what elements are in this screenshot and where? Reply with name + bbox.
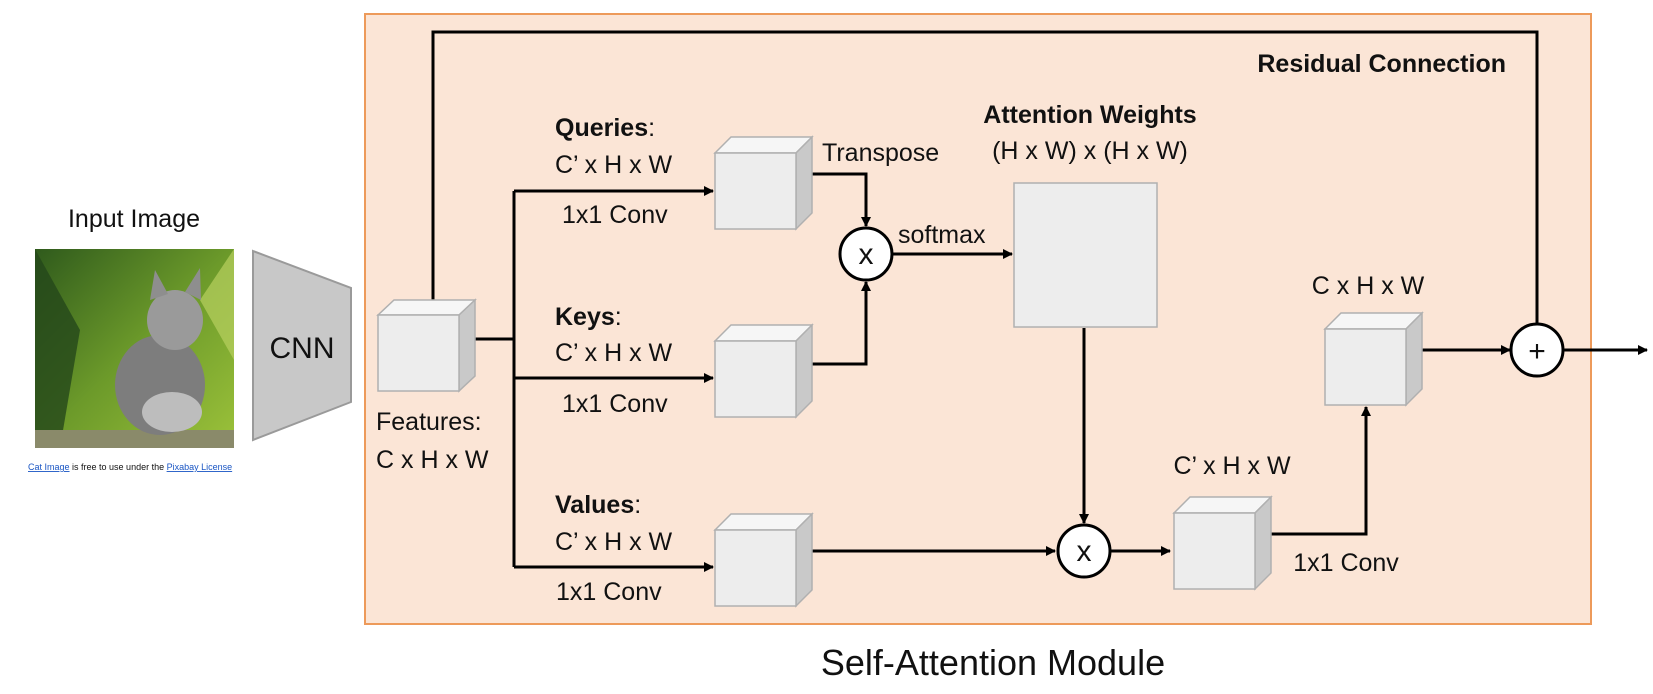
- keys-to-multiply-arrow: [812, 281, 871, 366]
- values-shape: C’ x H x W: [555, 528, 673, 556]
- multiply-symbol: x: [859, 238, 874, 271]
- output-mid-cube: [1172, 495, 1273, 591]
- residual-arrow: [431, 30, 1542, 335]
- connections: [431, 30, 1648, 572]
- multiply-symbol: x: [1077, 535, 1092, 568]
- multiply-node-av: x: [1056, 523, 1112, 579]
- image-credit: Cat Image is free to use under the Pixab…: [28, 462, 232, 472]
- attention-weights-matrix: [1013, 182, 1158, 328]
- keys-shape: C’ x H x W: [555, 339, 673, 367]
- cat-image-link[interactable]: Cat Image: [28, 462, 70, 472]
- transpose-label: Transpose: [822, 139, 939, 167]
- values-title: Values:: [555, 491, 641, 519]
- features-label: Features:: [376, 408, 482, 436]
- cnn-label: CNN: [270, 332, 335, 365]
- attention-weights-shape: (H x W) x (H x W): [992, 137, 1188, 165]
- cat-photo: [35, 249, 234, 448]
- queries-conv: 1x1 Conv: [562, 201, 668, 229]
- output-final-shape: C x H x W: [1312, 272, 1425, 300]
- queries-title: Queries:: [555, 114, 655, 142]
- output-final-cube: [1323, 311, 1424, 407]
- cnn-block: [252, 249, 352, 442]
- output-mid-conv: 1x1 Conv: [1293, 549, 1399, 577]
- pixabay-license-link[interactable]: Pixabay License: [167, 462, 233, 472]
- keys-cube: [713, 323, 814, 419]
- attention-weights-title: Attention Weights: [983, 101, 1196, 129]
- queries-shape: C’ x H x W: [555, 151, 673, 179]
- output-conv-arrow: [1270, 406, 1371, 536]
- input-image-title: Input Image: [68, 205, 200, 233]
- queries-cube: [713, 135, 814, 231]
- plus-node: +: [1509, 322, 1565, 378]
- features-cube: [376, 298, 477, 393]
- transpose-arrow: [812, 172, 871, 227]
- values-conv: 1x1 Conv: [556, 578, 662, 606]
- residual-connection-label: Residual Connection: [1257, 50, 1506, 78]
- multiply-node-qk: x: [838, 226, 894, 282]
- keys-title: Keys:: [555, 303, 622, 331]
- features-shape: C x H x W: [376, 446, 489, 474]
- plus-symbol: +: [1528, 335, 1546, 368]
- values-cube: [713, 512, 814, 608]
- svg-text:Cat Image is free to use under: Cat Image is free to use under the Pixab…: [28, 462, 232, 472]
- credit-text: is free to use under the: [70, 462, 167, 472]
- output-mid-shape: C’ x H x W: [1173, 452, 1291, 480]
- module-title: Self-Attention Module: [821, 642, 1165, 683]
- keys-conv: 1x1 Conv: [562, 390, 668, 418]
- softmax-label: softmax: [898, 221, 986, 249]
